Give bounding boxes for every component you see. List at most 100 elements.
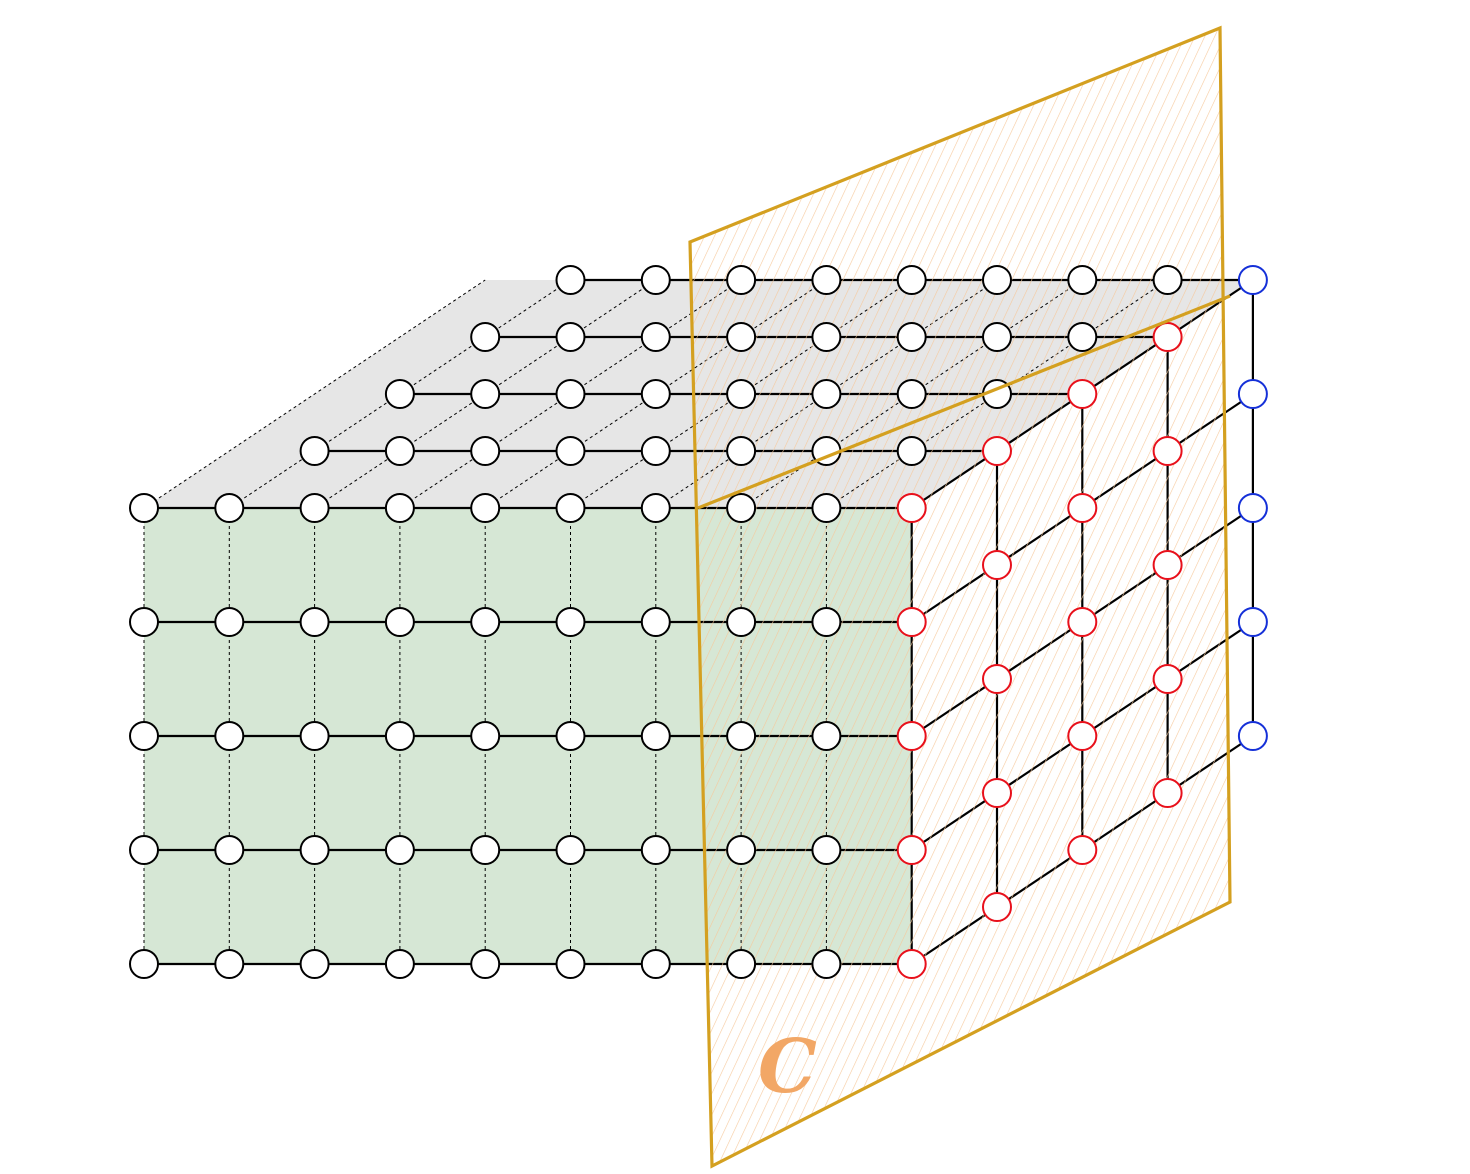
lattice-nodes — [129, 265, 1268, 979]
lattice-node — [811, 265, 842, 295]
lattice-node — [555, 379, 586, 409]
lattice-node — [555, 949, 586, 979]
lattice-node — [811, 721, 842, 751]
side-boundary-node — [1067, 835, 1098, 865]
lattice-node — [214, 721, 245, 751]
lattice-node — [555, 436, 586, 466]
lattice-node — [640, 436, 671, 466]
lattice-node — [384, 493, 415, 523]
lattice-node — [555, 607, 586, 637]
lattice-node — [726, 949, 757, 979]
lattice-node — [384, 949, 415, 979]
lattice-node — [982, 322, 1012, 352]
lattice-node — [384, 436, 415, 466]
back-boundary-node — [1237, 721, 1268, 751]
lattice-node — [384, 379, 415, 409]
lattice-node — [1152, 265, 1183, 295]
side-boundary-node — [1152, 550, 1183, 580]
lattice-node — [470, 322, 501, 352]
lattice-node — [214, 835, 245, 865]
back-boundary-node — [1237, 493, 1268, 523]
back-boundary-node — [1237, 265, 1268, 295]
lattice-node — [1067, 322, 1098, 352]
lattice-node — [384, 835, 415, 865]
lattice-node — [640, 721, 671, 751]
side-boundary-node — [896, 835, 927, 865]
side-boundary-node — [1067, 721, 1098, 751]
lattice-node — [555, 322, 586, 352]
back-boundary-node — [1237, 379, 1268, 409]
lattice-node — [470, 949, 501, 979]
lattice-node — [470, 835, 501, 865]
lattice-node — [299, 607, 330, 637]
lattice-node — [811, 322, 842, 352]
side-boundary-node — [982, 892, 1012, 922]
lattice-node — [640, 265, 671, 295]
lattice-node — [1067, 265, 1098, 295]
side-boundary-node — [1152, 778, 1183, 808]
side-boundary-node — [896, 607, 927, 637]
lattice-node — [726, 265, 757, 295]
lattice-node — [129, 721, 159, 751]
lattice-node — [811, 835, 842, 865]
lattice-node — [470, 379, 501, 409]
lattice-node — [726, 493, 757, 523]
side-boundary-node — [1067, 379, 1098, 409]
lattice-node — [640, 607, 671, 637]
lattice-node — [811, 493, 842, 523]
lattice-node — [640, 322, 671, 352]
lattice-node — [726, 835, 757, 865]
lattice-node — [896, 322, 927, 352]
lattice-node — [299, 493, 330, 523]
side-boundary-node — [1067, 493, 1098, 523]
lattice-node — [470, 607, 501, 637]
lattice-node — [299, 436, 330, 466]
lattice-node — [726, 607, 757, 637]
side-boundary-node — [1152, 436, 1183, 466]
side-boundary-node — [982, 550, 1012, 580]
cut-plane-fold-line — [697, 294, 1231, 510]
lattice-node — [726, 322, 757, 352]
lattice-node — [129, 607, 159, 637]
side-boundary-node — [982, 436, 1012, 466]
lattice-node — [811, 379, 842, 409]
lattice-node — [640, 835, 671, 865]
lattice-node — [470, 493, 501, 523]
lattice-node — [726, 379, 757, 409]
lattice-node — [129, 949, 159, 979]
lattice-node — [555, 493, 586, 523]
lattice-node — [214, 493, 245, 523]
lattice-node — [640, 379, 671, 409]
lattice-node — [811, 949, 842, 979]
side-boundary-node — [896, 721, 927, 751]
cut-plane-border — [688, 25, 1232, 1169]
lattice-node — [384, 607, 415, 637]
lattice-node — [555, 721, 586, 751]
lattice-node — [640, 493, 671, 523]
lattice-node — [982, 265, 1012, 295]
top-depth-dashed — [143, 279, 486, 509]
lattice-node — [384, 721, 415, 751]
cut-plane-outline — [688, 25, 1232, 1169]
cut-label: C — [758, 1024, 817, 1110]
lattice-node — [299, 721, 330, 751]
side-boundary-node — [1152, 664, 1183, 694]
lattice-node — [299, 949, 330, 979]
lattice-node — [470, 436, 501, 466]
lattice-node — [896, 436, 927, 466]
side-boundary-node — [1152, 322, 1183, 352]
lattice-node — [896, 265, 927, 295]
lattice-node — [726, 436, 757, 466]
side-boundary-node — [896, 949, 927, 979]
back-boundary-node — [1237, 607, 1268, 637]
lattice-node — [214, 607, 245, 637]
side-boundary-node — [1067, 607, 1098, 637]
side-boundary-node — [982, 664, 1012, 694]
side-boundary-node — [896, 493, 927, 523]
lattice-node — [470, 721, 501, 751]
lattice-node — [555, 835, 586, 865]
lattice-node — [129, 835, 159, 865]
lattice-node — [896, 379, 927, 409]
lattice-node — [129, 493, 159, 523]
